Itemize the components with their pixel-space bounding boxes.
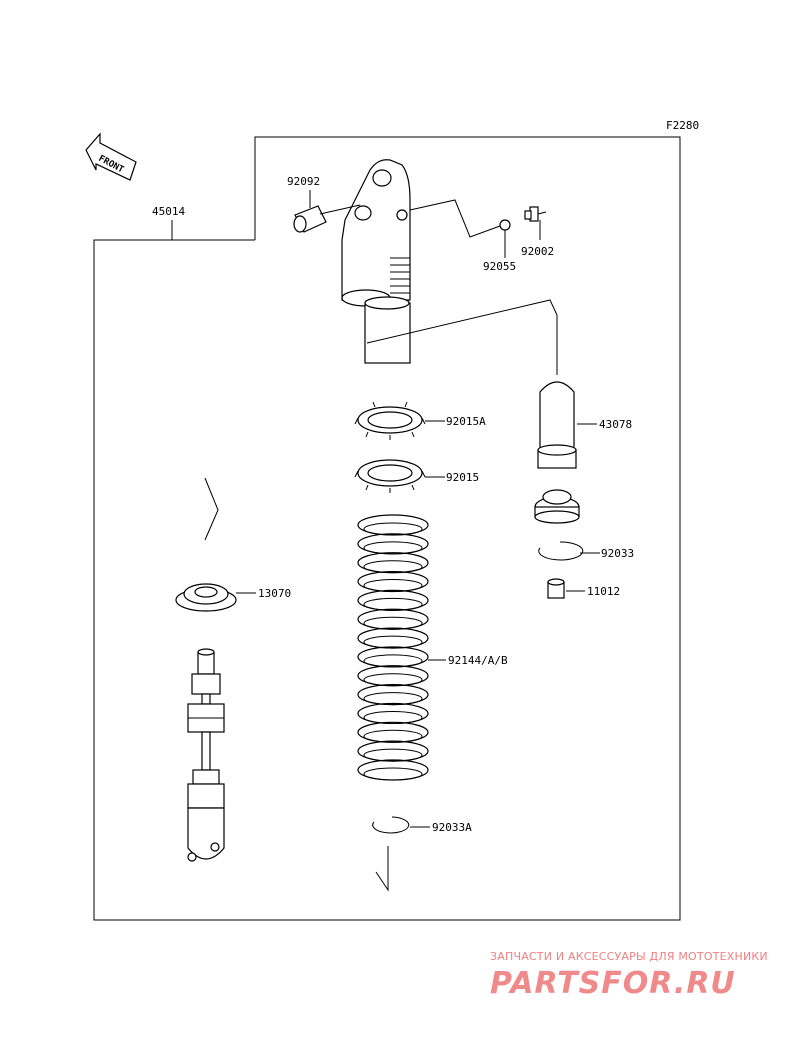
bladder	[534, 489, 580, 524]
oring-92055	[499, 219, 511, 231]
front-arrow-icon: FRONT	[85, 132, 137, 181]
nut-92015A	[354, 401, 426, 440]
watermark-tagline: ЗАПЧАСТИ И АКСЕССУАРЫ ДЛЯ МОТОТЕХНИКИ	[490, 950, 768, 963]
snap-ring-92033A	[372, 816, 410, 834]
spring-coil-inner	[363, 560, 423, 574]
valve-11012	[547, 578, 565, 599]
shock-body	[341, 159, 411, 364]
spring-coil-inner	[363, 616, 423, 630]
spring-coil-inner	[363, 729, 423, 743]
callout-92002[interactable]: 92002	[521, 245, 554, 258]
spring-coil-inner	[363, 522, 423, 536]
spring-coil-inner	[363, 597, 423, 611]
spring-coil-inner	[363, 579, 423, 593]
assembly-frame	[93, 136, 681, 921]
snap-ring-92033	[538, 541, 584, 561]
figure-code: F2280	[666, 119, 699, 132]
spring-coil-inner	[363, 767, 423, 781]
spring-coil-inner	[363, 673, 423, 687]
callout-92092[interactable]: 92092	[287, 175, 320, 188]
collar-92092	[293, 205, 327, 233]
callout-92015A[interactable]: 92015A	[446, 415, 486, 428]
spring-92144	[357, 514, 429, 781]
callout-92144[interactable]: 92144/A/B	[448, 654, 508, 667]
spring-coil-inner	[363, 692, 423, 706]
nut-92015	[354, 459, 426, 493]
callout-13070[interactable]: 13070	[258, 587, 291, 600]
damper-rod	[187, 648, 225, 862]
callout-92055[interactable]: 92055	[483, 260, 516, 273]
spring-coil-inner	[363, 710, 423, 724]
callout-92033[interactable]: 92033	[601, 547, 634, 560]
spring-coil-inner	[363, 541, 423, 555]
callout-45014[interactable]: 45014	[152, 205, 185, 218]
spring-seat-13070	[175, 583, 237, 612]
callout-11012[interactable]: 11012	[587, 585, 620, 598]
callout-92015[interactable]: 92015	[446, 471, 479, 484]
spring-coil-inner	[363, 635, 423, 649]
spring-coil-inner	[363, 654, 423, 668]
reservoir-cap-43078	[537, 381, 577, 469]
callout-92033A[interactable]: 92033A	[432, 821, 472, 834]
bolt-92002	[524, 206, 547, 222]
watermark-logo: PARTSFOR.RU	[490, 966, 736, 1001]
spring-coil-inner	[363, 748, 423, 762]
callout-43078[interactable]: 43078	[599, 418, 632, 431]
